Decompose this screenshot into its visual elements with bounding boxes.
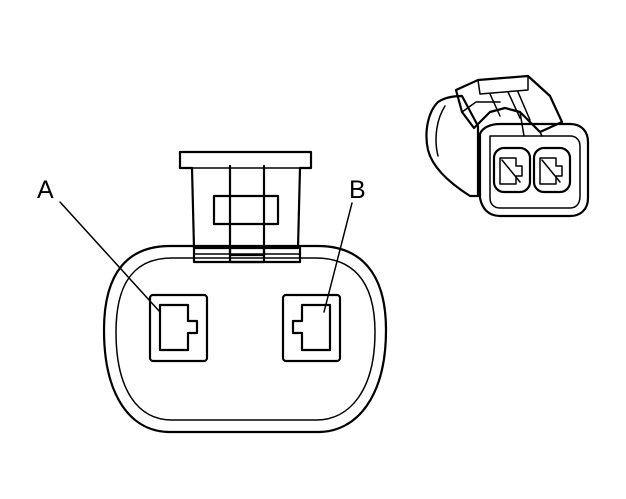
terminal-b-pin [291,303,332,352]
callout-b: B [323,176,366,313]
leader-line-a [59,201,161,313]
connector-body-inner-rim [115,257,376,421]
connector-body-outer [102,244,388,434]
label-b: B [349,176,366,204]
callout-a: A [37,176,161,313]
terminal-cavity-a [148,293,209,363]
terminal-a-pin [158,303,199,352]
connector-iso-view [425,74,590,218]
connector-face-view [102,150,388,434]
terminal-cavity-b [281,293,342,363]
leader-line-b [323,202,353,313]
label-a: A [37,176,54,204]
connector-latch [178,150,313,257]
